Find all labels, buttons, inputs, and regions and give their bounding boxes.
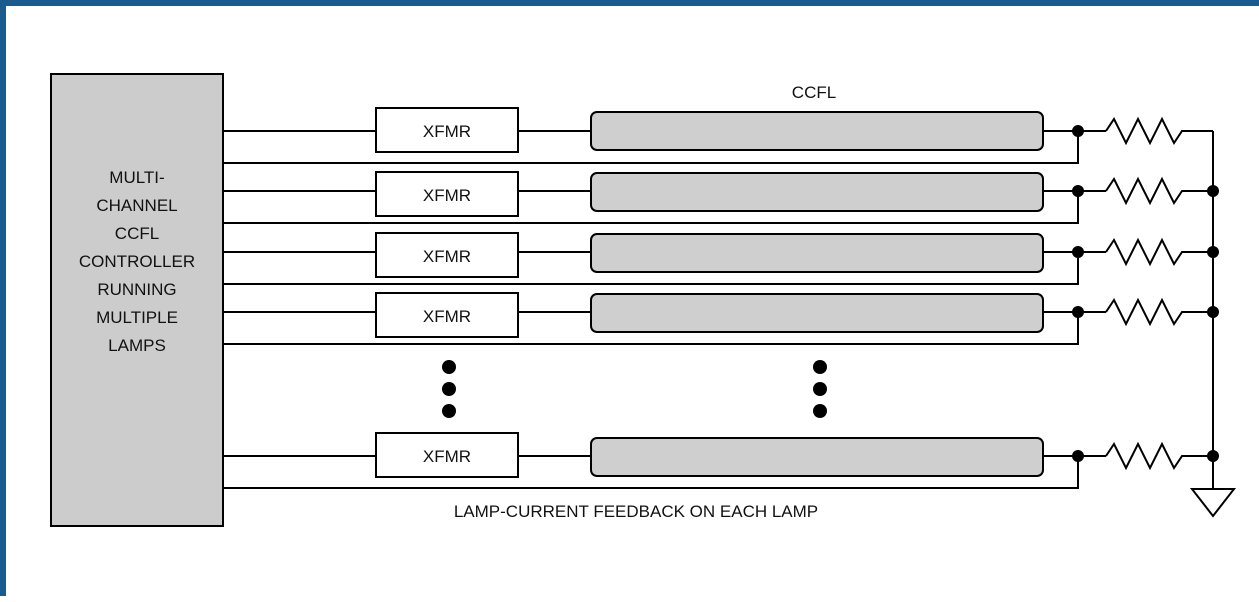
controller-label-line-6: MULTIPLE: [96, 308, 178, 327]
ellipsis-transformers: [442, 360, 456, 418]
controller-label-line-5: RUNNING: [97, 280, 176, 299]
transformer-box: [375, 292, 519, 338]
feedback-wire: [223, 252, 1079, 285]
sense-resistor: [1105, 176, 1213, 206]
transformer-label: XFMR: [423, 447, 471, 466]
channel-3: XFMR: [223, 232, 1219, 285]
transformer-label: XFMR: [423, 307, 471, 326]
transformer-label: XFMR: [423, 122, 471, 141]
feedback-wire: [223, 191, 1079, 224]
channel-n: XFMR: [223, 432, 1219, 489]
sense-resistor: [1105, 237, 1213, 267]
transformer-label: XFMR: [423, 247, 471, 266]
controller-block: [50, 73, 224, 527]
transformer-label: XFMR: [423, 186, 471, 205]
feedback-wire: [223, 131, 1079, 164]
ground-symbol-icon: [1189, 488, 1237, 518]
sense-resistor: [1105, 297, 1213, 327]
controller-label-line-7: LAMPS: [108, 336, 166, 355]
ccfl-lamp: [590, 233, 1044, 273]
controller-label-line-1: MULTI-: [109, 168, 164, 187]
lamp-title: CCFL: [792, 83, 836, 102]
sense-resistor: [1105, 441, 1213, 471]
channel-1: XFMR: [223, 107, 1213, 164]
feedback-wire: [223, 456, 1079, 489]
feedback-wire: [223, 312, 1079, 345]
sense-resistor: [1105, 116, 1213, 146]
transformer-box: [375, 171, 519, 217]
ccfl-lamp: [590, 437, 1044, 477]
controller-label-line-2: CHANNEL: [96, 196, 177, 215]
controller-label-line-3: CCFL: [115, 224, 159, 243]
feedback-caption: LAMP-CURRENT FEEDBACK ON EACH LAMP: [454, 502, 818, 521]
channel-2: XFMR: [223, 171, 1219, 224]
channel-4: XFMR: [223, 292, 1219, 345]
transformer-box: [375, 232, 519, 278]
ellipsis-lamps: [813, 360, 827, 418]
controller-label-line-4: CONTROLLER: [79, 252, 195, 271]
ccfl-lamp: [590, 111, 1044, 151]
ccfl-lamp: [590, 293, 1044, 333]
ccfl-diagram: MULTI- CHANNEL CCFL CONTROLLER RUNNING M…: [50, 73, 1237, 527]
ccfl-lamp: [590, 172, 1044, 212]
